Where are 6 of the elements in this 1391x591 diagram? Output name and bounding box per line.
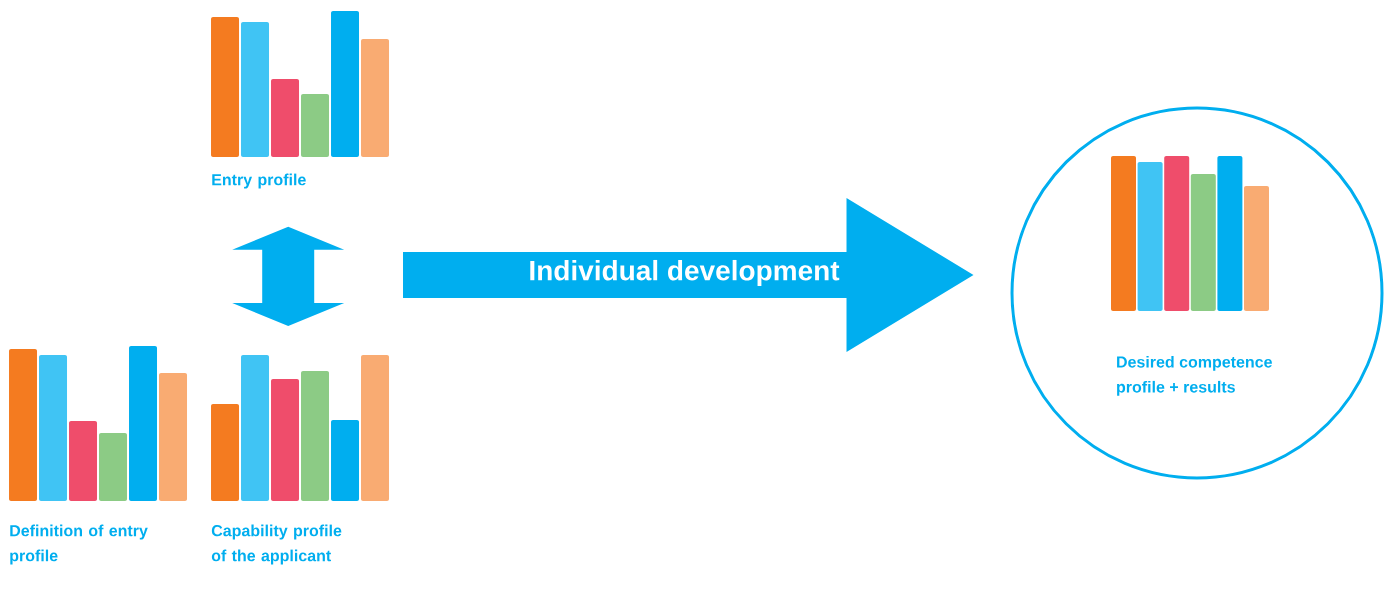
- chart-caption: Entry profile: [212, 173, 306, 189]
- double-arrow: [232, 226, 345, 326]
- arrow-label: Individual development: [530, 259, 840, 287]
- chart-caption: Capability profile of the applicant: [211, 524, 342, 565]
- block-arrow: [403, 198, 974, 352]
- chart-caption: Definition of entry profile: [10, 524, 148, 565]
